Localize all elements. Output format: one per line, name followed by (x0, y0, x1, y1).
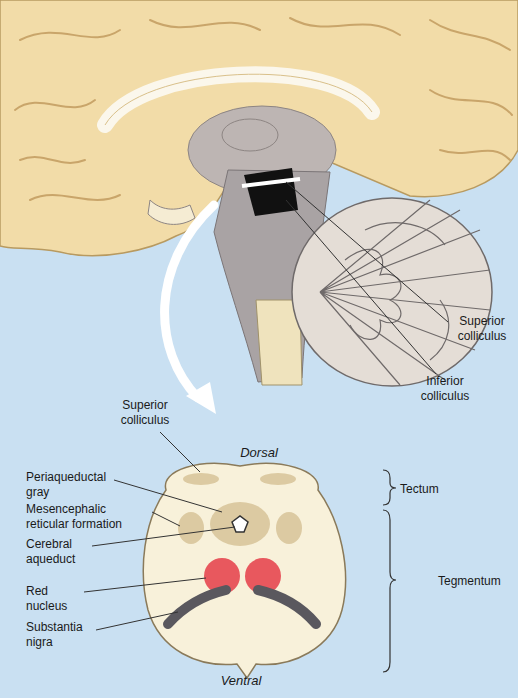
part-label: Inferior colliculus (412, 374, 478, 404)
part-label: Superior colliculus (110, 398, 180, 428)
part-label: Periaqueductal gray (26, 470, 116, 500)
part-label: Tectum (400, 482, 460, 497)
part-label: Cerebral aqueduct (26, 537, 90, 567)
part-label: Superior colliculus (450, 314, 514, 344)
part-label: Substantia nigra (26, 620, 96, 650)
part-label: Dorsal (224, 445, 294, 460)
part-label: Tegmentum (438, 574, 514, 589)
part-label: Mesencephalic reticular formation (26, 502, 144, 532)
part-label: Ventral (206, 673, 276, 688)
part-label: Red nucleus (26, 584, 84, 614)
